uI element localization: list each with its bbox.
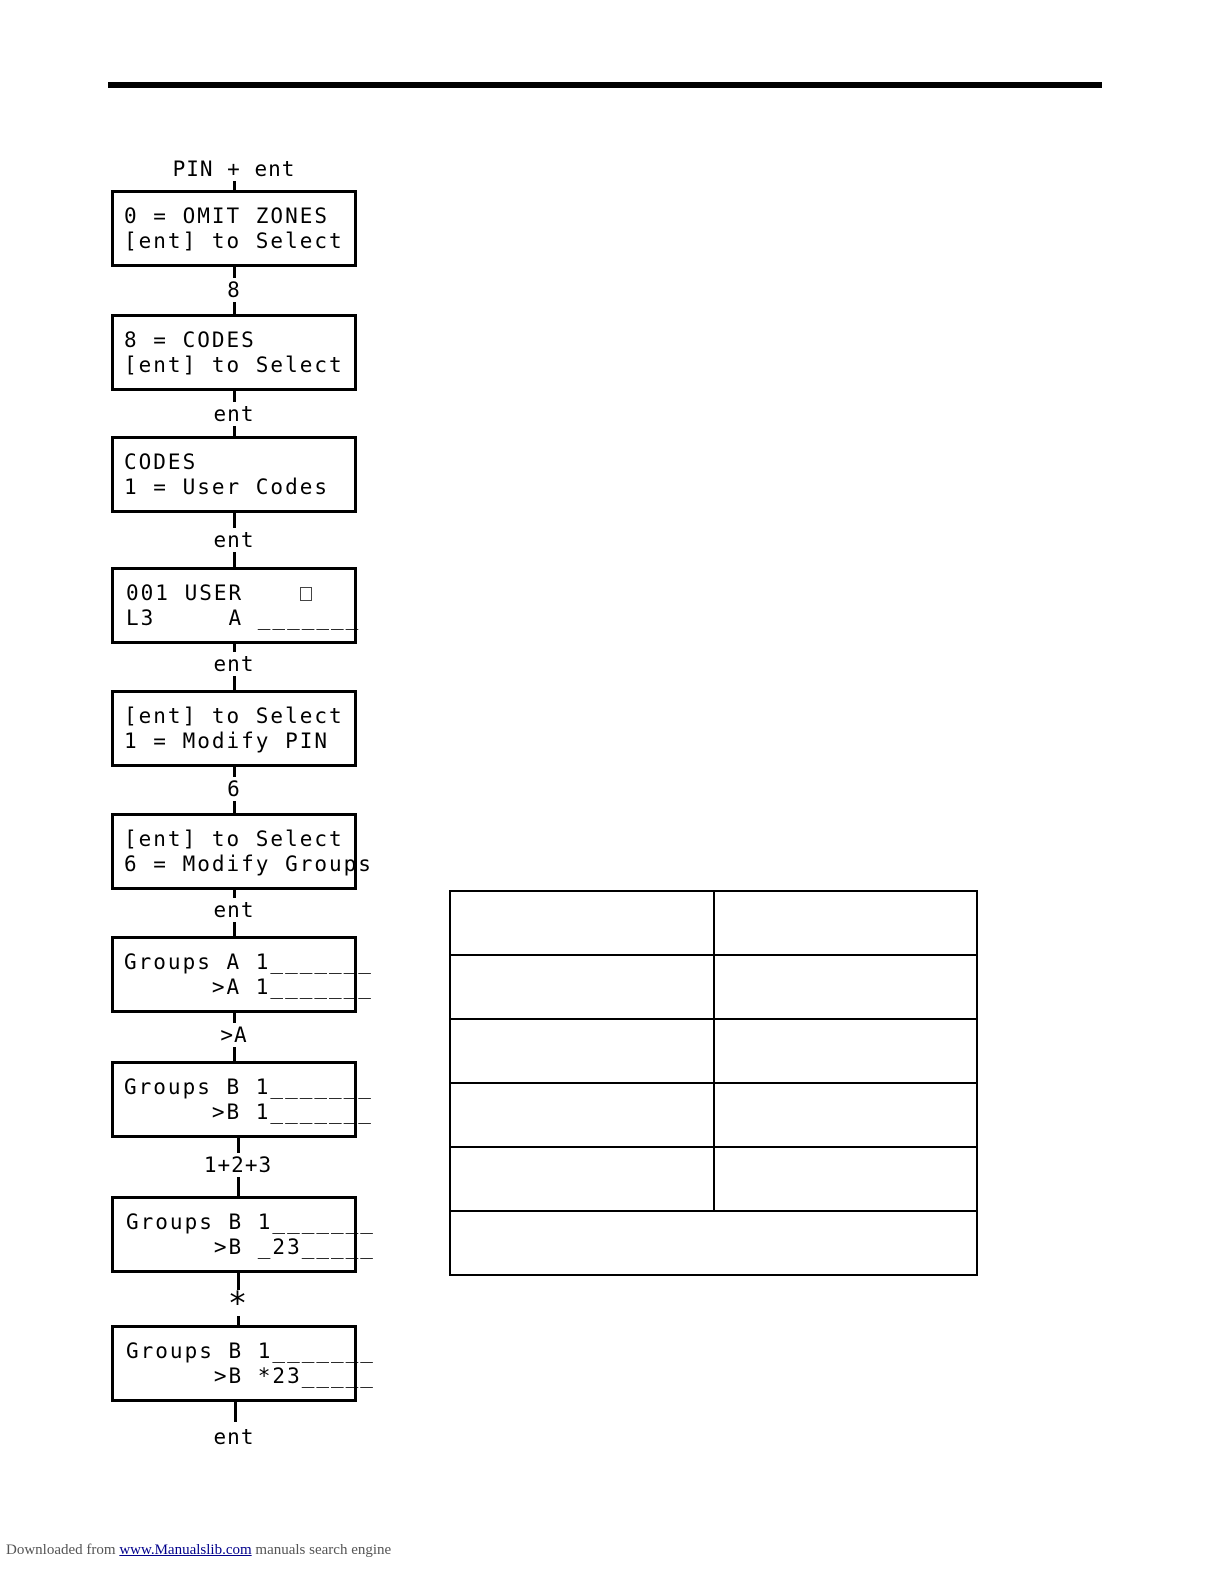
lcd-line-2: >B _23_____ (126, 1235, 375, 1259)
lcd-line-1: Groups B 1_______ (126, 1210, 375, 1234)
lcd-line-1: 001 USER (126, 581, 243, 605)
key-label: ent (110, 1425, 358, 1449)
table-cell-wide (449, 1210, 978, 1276)
footer-prefix: Downloaded from (6, 1542, 120, 1558)
lcd-line-2: >B 1_______ (124, 1100, 373, 1124)
lcd-line-2: [ent] to Select (124, 229, 344, 253)
lcd-line-1: Groups B 1_______ (126, 1339, 375, 1363)
lcd-screen-groups-a: Groups A 1_______ >A 1_______ (111, 936, 371, 1013)
lcd-screen-codes: CODES 1 = User Codes (111, 436, 357, 513)
key-label: 1+2+3 (114, 1153, 362, 1177)
top-rule (108, 82, 1102, 88)
key-label-start: PIN + ent (110, 157, 358, 181)
lcd-line-1: [ent] to Select (124, 704, 344, 728)
lcd-screen-modify-pin: [ent] to Select 1 = Modify PIN (111, 690, 357, 767)
lcd-line-1: Groups A 1_______ (124, 950, 373, 974)
lcd-screen-codes-menu: 8 = CODES [ent] to Select (111, 314, 357, 391)
lcd-line-2: 1 = User Codes (124, 475, 330, 499)
lcd-line-1: CODES (124, 450, 198, 474)
key-label: 8 (110, 278, 358, 302)
table-cell (712, 1146, 978, 1212)
download-footer: Downloaded from www.Manualslib.com manua… (6, 1542, 391, 1559)
lcd-line-2: >A 1_______ (124, 975, 373, 999)
lcd-screen-groups-b-star23: Groups B 1_______ >B *23_____ (111, 1325, 373, 1402)
lcd-line-2: [ent] to Select (124, 353, 344, 377)
keypad-flow-diagram: PIN + ent 8 ent ent ent 6 ent >A 1+2+3 *… (0, 0, 420, 1500)
lcd-text: 001 USER (126, 581, 244, 605)
lcd-line-2: 1 = Modify PIN (124, 729, 330, 753)
manualslib-link[interactable]: www.Manualslib.com (119, 1542, 252, 1558)
table-cell (712, 890, 978, 956)
cursor-box-icon (300, 587, 312, 601)
footer-suffix: manuals search engine (251, 1542, 392, 1558)
table-row (449, 954, 978, 1020)
table-row (449, 1146, 978, 1212)
lcd-line-1: [ent] to Select (124, 827, 344, 851)
table-cell (712, 1082, 978, 1148)
table-cell (449, 890, 715, 956)
key-label: >A (110, 1023, 358, 1047)
table-row (449, 890, 978, 956)
lcd-line-2: 6 = Modify Groups (124, 852, 373, 876)
key-label: * (114, 1287, 362, 1319)
key-label: 6 (110, 777, 358, 801)
table-row (449, 1210, 978, 1276)
key-label: ent (110, 898, 358, 922)
connector-line (233, 180, 236, 192)
connector-line (234, 1400, 237, 1422)
table-row (449, 1082, 978, 1148)
lcd-line-1: 8 = CODES (124, 328, 256, 352)
table-cell (449, 1018, 715, 1084)
lcd-screen-groups-b-23: Groups B 1_______ >B _23_____ (111, 1196, 373, 1273)
lcd-screen-user: 001 USER L3 A _______ (111, 567, 361, 644)
table-cell (712, 1018, 978, 1084)
lcd-line-1: 0 = OMIT ZONES (124, 204, 330, 228)
lcd-screen-groups-b: Groups B 1_______ >B 1_______ (111, 1061, 371, 1138)
blank-table (449, 890, 978, 1276)
lcd-line-1: Groups B 1_______ (124, 1075, 373, 1099)
lcd-screen-modify-groups: [ent] to Select 6 = Modify Groups (111, 813, 371, 890)
table-cell (712, 954, 978, 1020)
lcd-screen-omit-zones: 0 = OMIT ZONES [ent] to Select (111, 190, 357, 267)
lcd-line-2: >B *23_____ (126, 1364, 375, 1388)
key-label: ent (110, 528, 358, 552)
lcd-line-2: L3 A _______ (126, 606, 361, 630)
table-cell (449, 1146, 715, 1212)
table-cell (449, 954, 715, 1020)
key-label: ent (110, 652, 358, 676)
table-row (449, 1018, 978, 1084)
table-cell (449, 1082, 715, 1148)
key-label: ent (110, 402, 358, 426)
